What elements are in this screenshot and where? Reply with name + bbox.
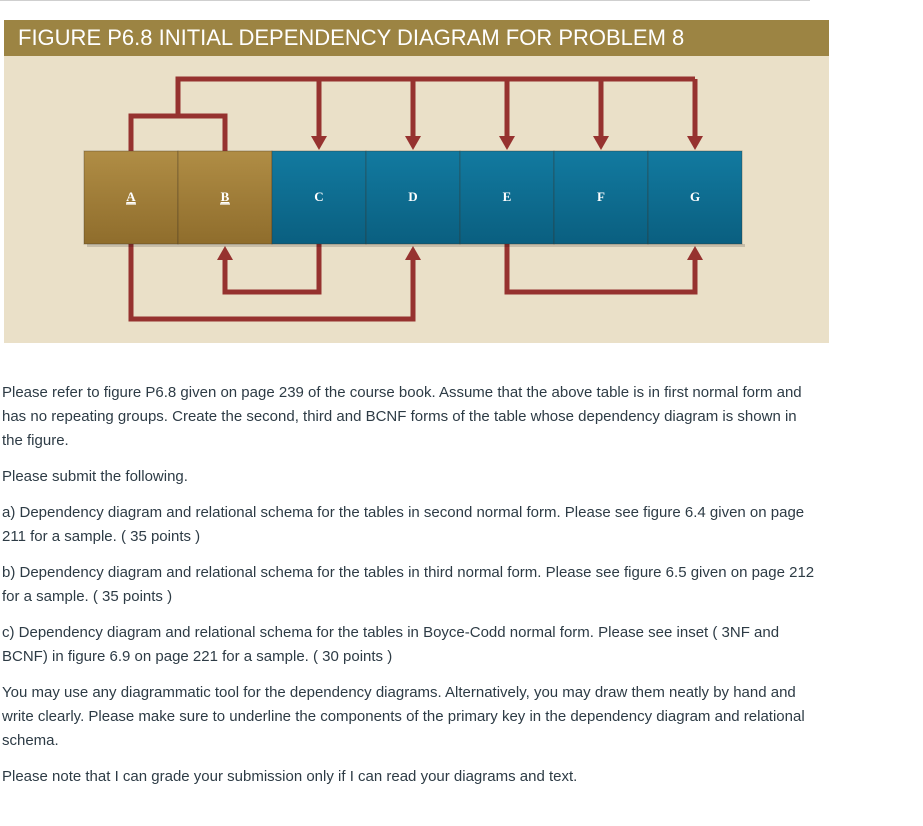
dep-ab-arrowhead-f	[593, 136, 609, 150]
dep-c-b-line	[222, 244, 322, 295]
item-c: c) Dependency diagram and relational sch…	[2, 624, 780, 665]
item-a: a) Dependency diagram and relational sch…	[2, 504, 805, 545]
attribute-label-c: C	[314, 189, 323, 204]
attribute-cell-d: D	[365, 150, 461, 245]
dep-ab-line	[175, 76, 695, 116]
tool-note: You may use any diagrammatic tool for th…	[2, 684, 805, 749]
attribute-label-f: F	[597, 189, 605, 204]
dep-ab-bracket	[128, 113, 228, 151]
attribute-cell-a: A	[83, 150, 179, 245]
attribute-cell-b: B	[177, 150, 273, 245]
dependency-diagram: A B C D E F G	[83, 76, 745, 322]
item-b: b) Dependency diagram and relational sch…	[2, 564, 815, 605]
attribute-label-a: A	[126, 189, 136, 204]
attribute-cell-f: F	[553, 150, 649, 245]
dep-ab-arrowhead-c	[311, 136, 327, 150]
attribute-cell-g: G	[647, 150, 743, 245]
dep-ab-arrowhead-d	[405, 136, 421, 150]
assignment-text: Please refer to figure P6.8 given on pag…	[2, 381, 817, 801]
intro-paragraph: Please refer to figure P6.8 given on pag…	[2, 384, 802, 449]
dep-ab-arrowhead-e	[499, 136, 515, 150]
dep-ab-arrowhead-g	[687, 136, 703, 150]
dep-a-d-line	[128, 244, 416, 322]
top-divider	[0, 0, 810, 1]
attribute-row: A B C D E F G	[83, 150, 745, 247]
attribute-label-d: D	[408, 189, 417, 204]
figure-title-bar: FIGURE P6.8 INITIAL DEPENDENCY DIAGRAM F…	[4, 20, 829, 56]
attribute-cell-e: E	[459, 150, 555, 245]
figure-p6-8: FIGURE P6.8 INITIAL DEPENDENCY DIAGRAM F…	[4, 20, 829, 343]
submit-heading: Please submit the following.	[2, 468, 188, 485]
attribute-label-b: B	[221, 189, 230, 204]
dep-c-b-arrowhead	[217, 246, 233, 260]
dep-e-g-line	[504, 244, 698, 295]
dep-a-d-arrowhead	[405, 246, 421, 260]
attribute-cell-c: C	[271, 150, 367, 245]
dep-e-g-arrowhead	[687, 246, 703, 260]
attribute-label-g: G	[690, 189, 700, 204]
grading-note: Please note that I can grade your submis…	[2, 768, 578, 785]
attribute-label-e: E	[503, 189, 512, 204]
figure-title: FIGURE P6.8 INITIAL DEPENDENCY DIAGRAM F…	[18, 25, 685, 50]
dependency-arrows	[128, 76, 703, 322]
